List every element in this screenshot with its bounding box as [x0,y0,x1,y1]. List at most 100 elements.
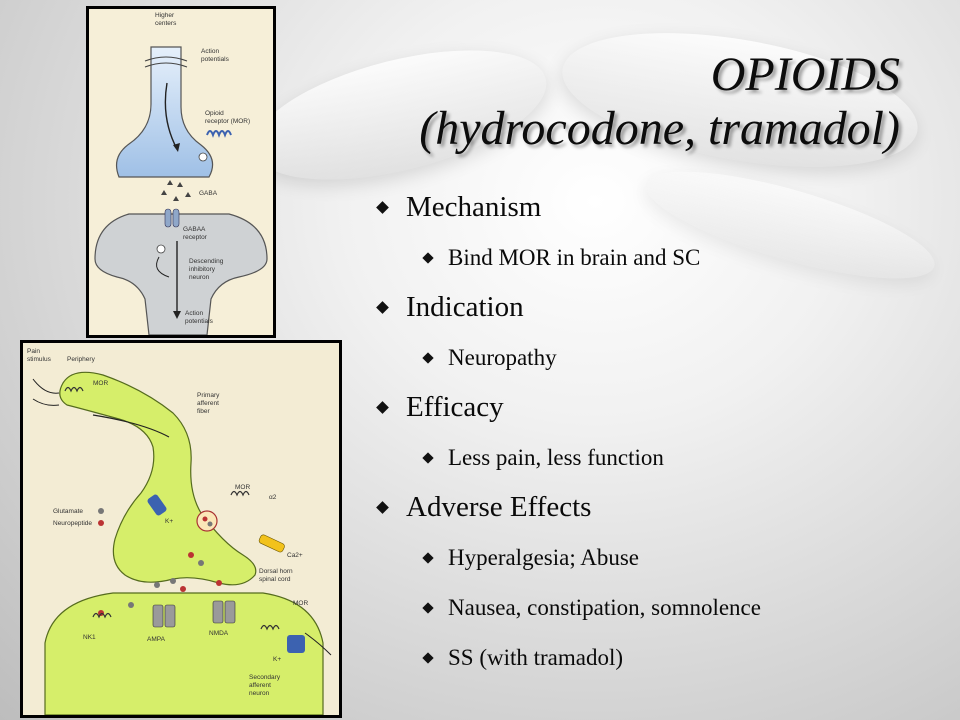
sub-bullet-item: Less pain, less function [372,438,932,488]
gaba-molecules [161,180,191,201]
label-neuropeptide: Neuropeptide [53,520,92,527]
potassium-channel-icon [287,635,305,653]
nmda-receptor-icon [212,600,224,624]
sub-bullet-item: SS (with tramadol) [372,638,932,688]
diamond-bullet-icon [376,501,389,514]
label-descending: Descending [189,258,224,265]
slide-title: OPIOIDS (hydrocodone, tramadol) [280,48,900,156]
mor-receptor-icon [230,490,250,497]
current-arrow-line [156,256,170,278]
label-potentials-bottom: potentials [185,318,214,325]
label-mor-bottom: MOR [293,600,308,607]
glutamate-dot [170,578,176,584]
diamond-bullet-icon [422,252,434,264]
sub-bullet-item: Nausea, constipation, somnolence [372,588,932,638]
label-opioid: Opioid [205,110,224,117]
descending-pathway-diagram: Higher centers Action potentials Opioid … [94,12,268,335]
diamond-bullet-icon [376,301,389,314]
neuropeptide-dot [180,586,186,592]
mor-receptor-icon [260,624,280,631]
label-stimulus: stimulus [27,356,52,363]
glutamate-dot [207,521,213,527]
diamond-bullet-icon [376,201,389,214]
descending-pathway-figure: Higher centers Action potentials Opioid … [86,6,276,338]
diamond-bullet-icon [422,352,434,364]
label-k-bottom: K+ [273,656,281,663]
lower-neuron-shape [94,213,268,335]
label-secondary: Secondary [249,674,281,681]
label-ca: Ca2+ [287,552,303,559]
label-spinal-cord: spinal cord [259,576,291,583]
sub-bullet-item: Bind MOR in brain and SC [372,238,932,288]
label-nk1: NK1 [83,634,96,641]
label-k-top: K+ [165,518,173,525]
label-afferent: afferent [197,400,219,407]
primary-afferent-neuron [59,371,257,586]
neuropeptide-dot [202,516,208,522]
gaba-a-receptor-icon [164,208,172,228]
upper-neuron-shape [116,46,214,178]
label-primary: Primary [197,392,220,399]
mor-receptor-icon [64,386,84,393]
secondary-afferent-neuron [44,592,324,715]
label-higher: Higher [155,12,175,19]
label-glutamate: Glutamate [53,508,83,515]
sub-bullet-item: Hyperalgesia; Abuse [372,538,932,588]
neuropeptide-legend-dot [98,520,104,526]
bullet-item: Mechanism [372,188,932,238]
potassium-channel-icon [147,494,167,516]
label-receptor-mor: receptor (MOR) [205,118,250,125]
sub-bullet-item: Neuropathy [372,338,932,388]
dorsal-horn-figure: Pain stimulus Periphery MOR Primary affe… [20,340,342,718]
potassium-arrow-line [304,632,332,656]
signal-arrow-line [92,414,170,438]
descending-arrowhead [173,311,181,319]
title-line-1: OPIOIDS [710,48,900,101]
label-inhibitory: inhibitory [189,266,216,273]
diamond-bullet-icon [422,452,434,464]
label-mor-mid: MOR [235,484,250,491]
label-dorsal-horn: Dorsal horn [259,568,293,575]
label-afferent-secondary: afferent [249,682,271,689]
label-neuron: neuron [189,274,210,281]
signal-arrowhead [173,143,180,152]
nmda-receptor-icon [224,600,236,624]
label-gaba-a: GABAA [183,226,206,233]
dorsal-horn-diagram: Pain stimulus Periphery MOR Primary affe… [27,348,332,715]
diamond-bullet-icon [376,401,389,414]
axon-break-mark [144,62,188,68]
label-gaba: GABA [199,190,218,197]
axon-break-mark [144,56,188,62]
diamond-bullet-icon [422,652,434,664]
nk1-receptor-icon [92,612,112,619]
gaba-a-receptor-icon [172,208,180,228]
bullet-item: Adverse Effects [372,488,932,538]
ampa-receptor-icon [164,604,176,628]
calcium-channel-icon [258,534,285,553]
glutamate-dot [154,582,160,588]
bullet-item: Efficacy [372,388,932,438]
inhibition-marker [198,152,208,162]
inhibition-marker [156,244,166,254]
ampa-receptor-icon [152,604,164,628]
label-centers: centers [155,20,177,27]
neuropeptide-dot [188,552,194,558]
pain-arrow-line [32,378,60,394]
label-action-bottom: Action [185,310,203,317]
label-receptor: receptor [183,234,208,241]
label-periphery: Periphery [67,356,96,363]
label-alpha2: α2 [269,494,277,501]
label-potentials: potentials [201,56,230,63]
label-fiber: fiber [197,408,210,415]
label-neuron-secondary: neuron [249,690,270,697]
opioid-receptor-mor [206,130,232,138]
label-nmda: NMDA [209,630,229,637]
diamond-bullet-icon [422,602,434,614]
label-ampa: AMPA [147,636,166,643]
label-mor-top: MOR [93,380,108,387]
pain-arrow-line [32,398,60,406]
title-line-2: (hydrocodone, tramadol) [419,102,900,155]
glutamate-legend-dot [98,508,104,514]
bullet-list: Mechanism Bind MOR in brain and SC Indic… [372,188,932,688]
